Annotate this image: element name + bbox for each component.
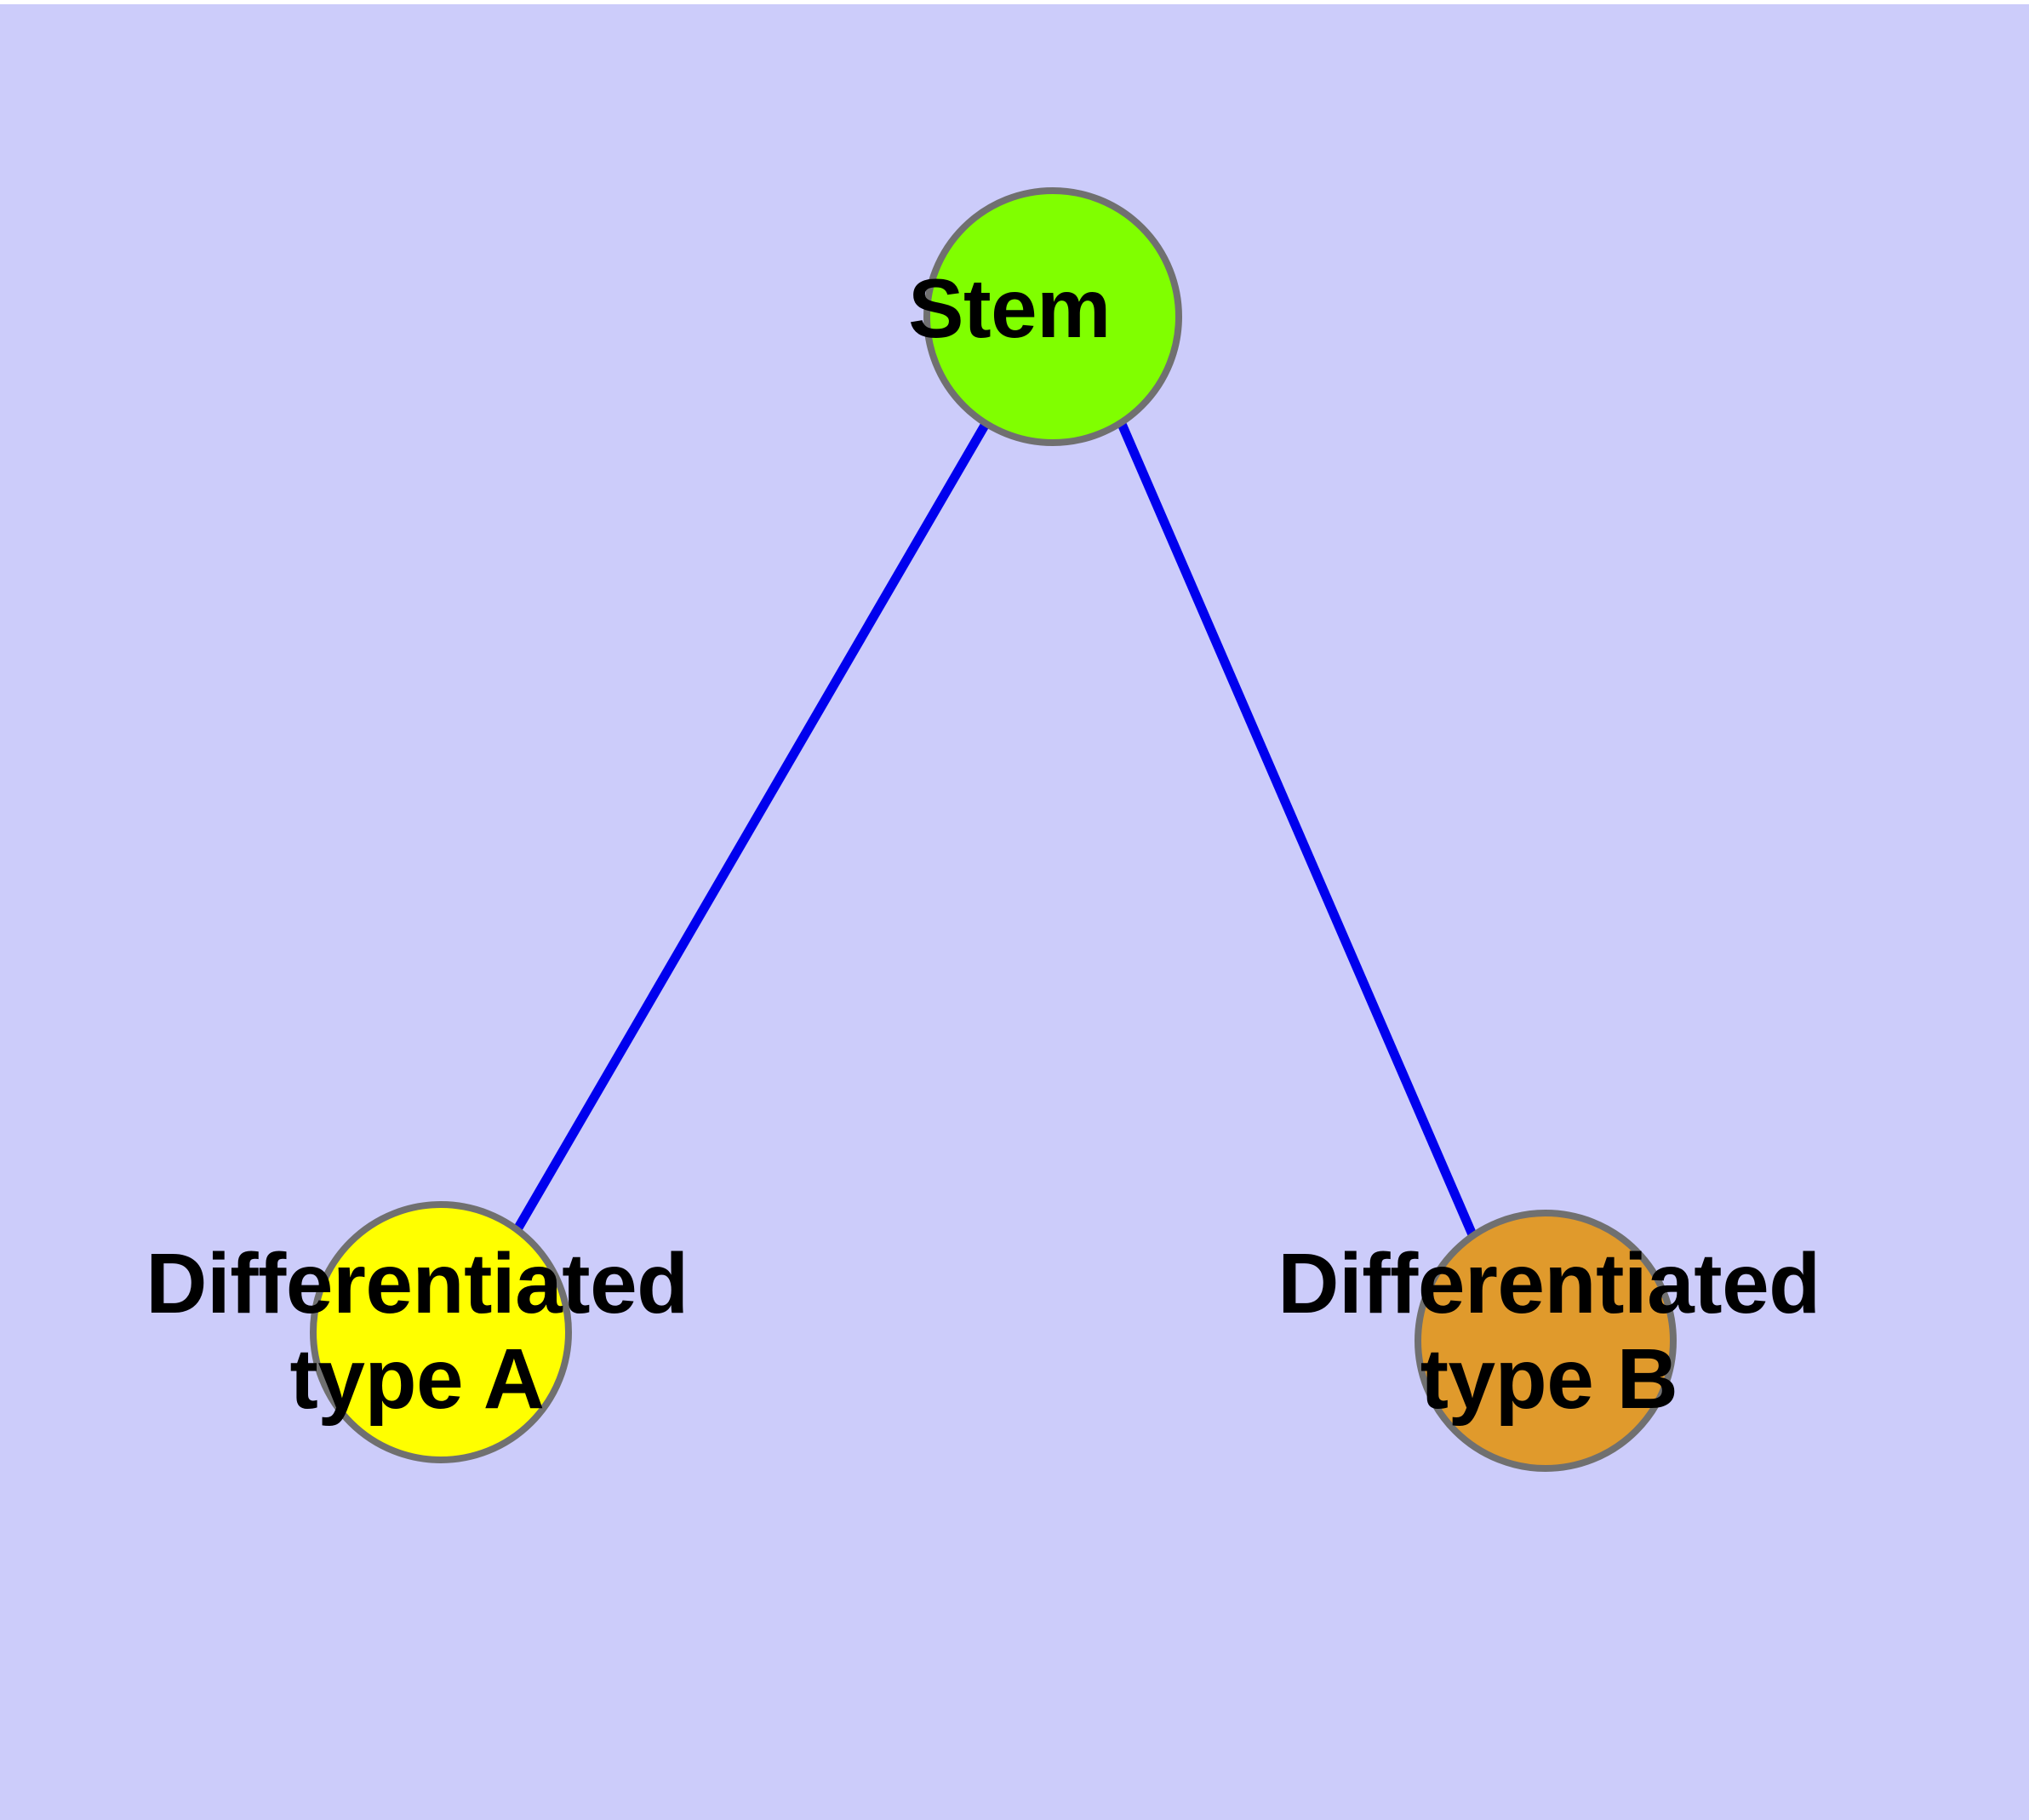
node-layer — [310, 187, 1677, 1472]
edge-stem-to-diff-b — [1117, 421, 1479, 1241]
node-diff-b-circle[interactable] — [1415, 1210, 1677, 1472]
node-diff-a-circle[interactable] — [310, 1201, 572, 1463]
edge-stem-to-diff-a — [513, 421, 990, 1232]
edge-layer — [513, 421, 1479, 1241]
node-stem-circle[interactable] — [923, 187, 1182, 446]
